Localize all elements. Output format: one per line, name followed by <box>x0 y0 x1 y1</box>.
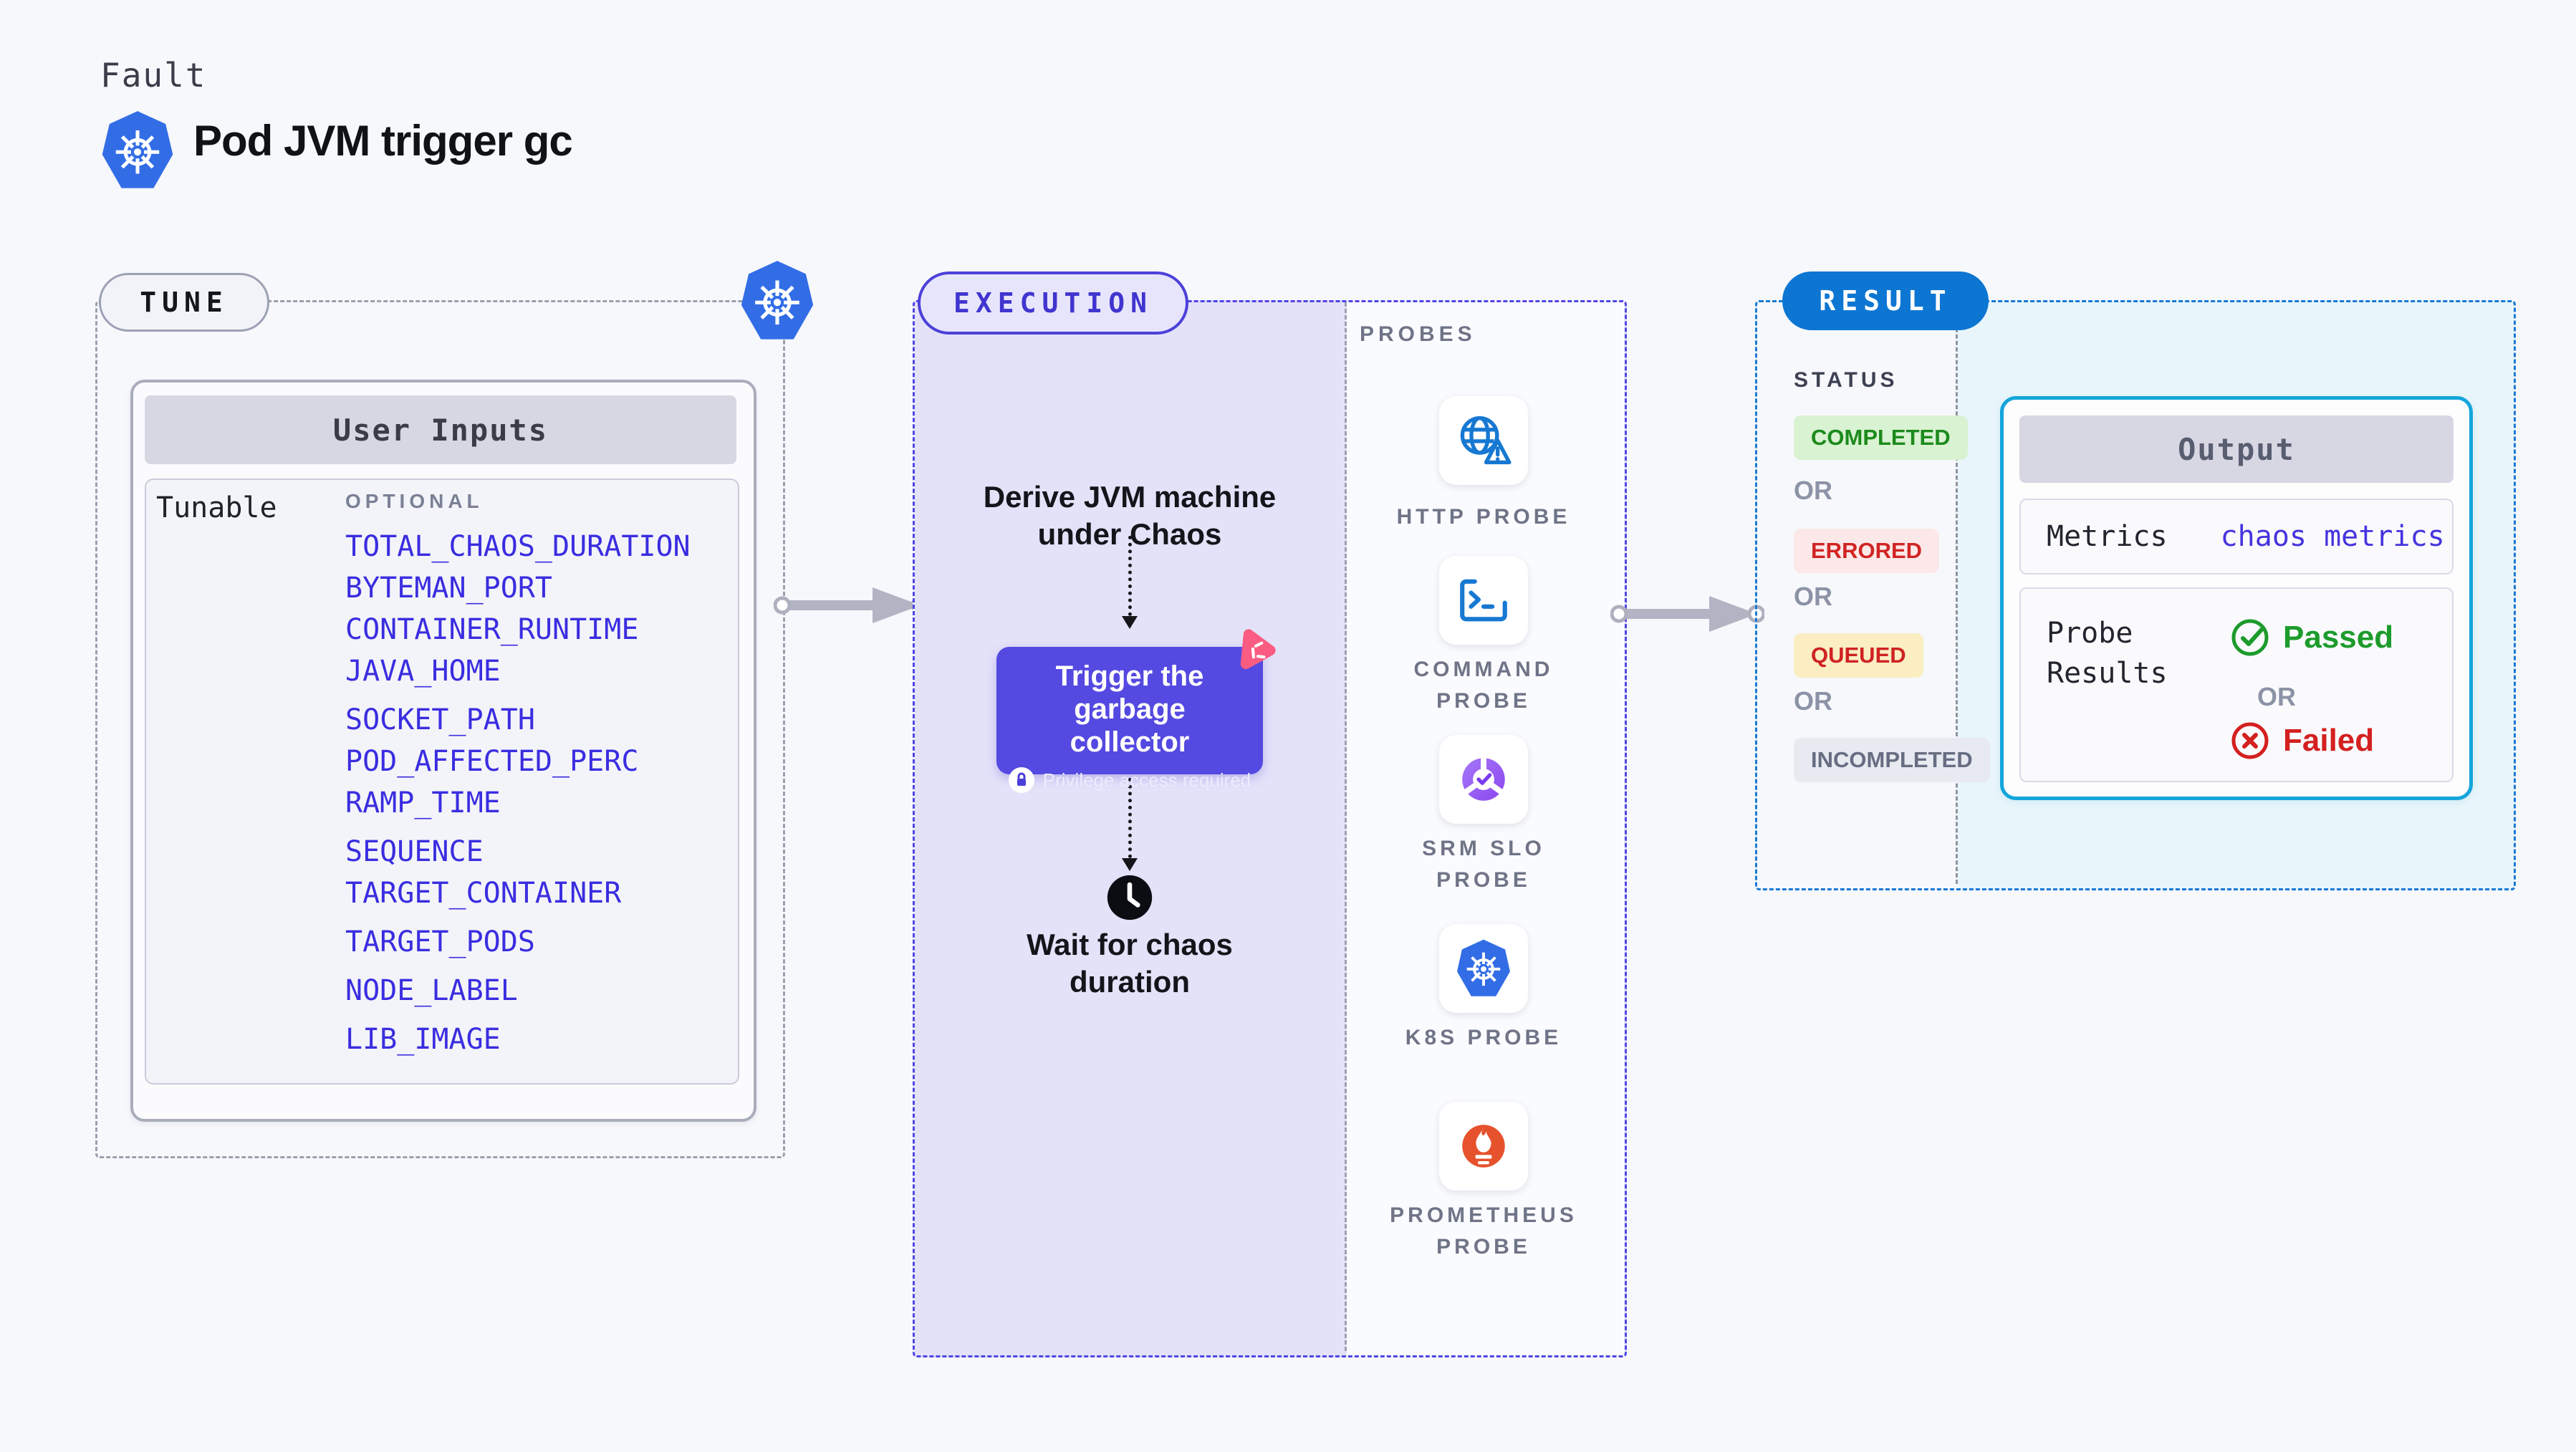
kubernetes-icon <box>741 261 814 340</box>
or-label: OR <box>1794 686 1832 716</box>
tunable-input-link[interactable]: SOCKET_PATH <box>345 703 535 736</box>
or-label: OR <box>1794 582 1832 611</box>
srm-slo-probe-label: SRM SLO PROBE <box>1422 837 1545 892</box>
execution-badge: EXECUTION <box>918 271 1188 335</box>
probe-result-passed: Passed <box>2230 617 2393 658</box>
prometheus-probe-label: PROMETHEUS PROBE <box>1390 1203 1577 1259</box>
clock-icon <box>1107 875 1153 920</box>
status-output-divider <box>1956 302 1958 884</box>
metrics-label: Metrics <box>2047 520 2168 553</box>
arrowhead-down-icon <box>1122 858 1138 871</box>
result-badge: RESULT <box>1782 271 1989 330</box>
probe-results-label: Probe Results <box>2047 617 2168 690</box>
trigger-node-label: Trigger the garbage collector <box>1055 660 1204 758</box>
flow-arrow-tune-to-execution <box>774 587 928 623</box>
dotted-connector <box>1128 536 1132 616</box>
lock-icon <box>1008 767 1034 793</box>
tunable-input-link[interactable]: TOTAL_CHAOS_DURATION <box>345 530 691 563</box>
probes-title: PROBES <box>1360 322 1476 346</box>
tunable-input-link[interactable]: NODE_LABEL <box>345 974 518 1007</box>
dotted-connector <box>1128 778 1132 858</box>
tunable-input-link[interactable]: POD_AFFECTED_PERC <box>345 745 639 778</box>
fault-eyebrow: Fault <box>100 56 207 95</box>
tune-badge: TUNE <box>99 273 269 332</box>
metrics-row: Metrics chaos metrics <box>2019 499 2454 574</box>
kubernetes-icon <box>102 111 173 188</box>
prometheus-flame-icon <box>1462 1125 1505 1168</box>
check-circle-icon <box>2231 619 2269 656</box>
x-circle-icon <box>2231 722 2269 759</box>
user-inputs-title: User Inputs <box>145 395 736 464</box>
privilege-note: Privilege access required <box>996 767 1263 793</box>
k8s-probe-card[interactable] <box>1439 924 1528 1013</box>
trigger-garbage-collector-node[interactable]: Trigger the garbage collector Privilege … <box>996 647 1263 793</box>
tunable-input-link[interactable]: BYTEMAN_PORT <box>345 572 552 605</box>
flow-arrow-execution-to-result <box>1610 596 1764 632</box>
srm-slo-probe-card[interactable] <box>1439 735 1528 824</box>
probe-result-failed: Failed <box>2230 721 2374 761</box>
status-badge-completed: COMPLETED <box>1794 415 1968 460</box>
chaos-metrics-link[interactable]: chaos metrics <box>2220 520 2445 553</box>
terminal-icon <box>1460 579 1507 622</box>
tunable-input-link[interactable]: LIB_IMAGE <box>345 1023 501 1056</box>
tunable-input-link[interactable]: SEQUENCE <box>345 835 484 868</box>
wait-step-label: Wait for chaos duration <box>1027 928 1233 999</box>
status-badge-errored: ERRORED <box>1794 529 1940 573</box>
output-card: Output Metrics chaos metrics Probe Resul… <box>2000 396 2473 800</box>
tunable-input-link[interactable]: TARGET_PODS <box>345 925 535 958</box>
chaos-hub-icon <box>1240 629 1276 670</box>
status-badge-queued: QUEUED <box>1794 633 1923 678</box>
tunable-row-label: Tunable <box>156 491 277 524</box>
derive-step-label: Derive JVM machine under Chaos <box>983 480 1277 551</box>
tunable-input-link[interactable]: CONTAINER_RUNTIME <box>345 613 639 646</box>
or-label: OR <box>2257 682 2296 711</box>
command-probe-card[interactable] <box>1439 556 1528 645</box>
http-probe-card[interactable] <box>1439 396 1528 485</box>
or-label: OR <box>1794 476 1832 505</box>
prometheus-probe-card[interactable] <box>1439 1102 1528 1191</box>
status-badge-incompleted: INCOMPLETED <box>1794 738 1990 782</box>
globe-alert-icon <box>1460 415 1512 465</box>
kubernetes-icon <box>1457 939 1510 996</box>
optional-column-label: OPTIONAL <box>345 490 484 512</box>
tunable-input-link[interactable]: JAVA_HOME <box>345 655 501 688</box>
tunable-input-link[interactable]: RAMP_TIME <box>345 787 501 819</box>
page-title: Pod JVM trigger gc <box>193 117 573 165</box>
tunable-input-link[interactable]: TARGET_CONTAINER <box>345 877 622 910</box>
slo-donut-icon <box>1462 756 1505 801</box>
execution-probes-divider <box>1345 302 1347 1351</box>
tune-section-box <box>95 300 785 1158</box>
user-inputs-panel <box>145 479 739 1085</box>
command-probe-label: COMMAND PROBE <box>1413 658 1554 713</box>
k8s-probe-label: K8S PROBE <box>1405 1026 1562 1049</box>
http-probe-label: HTTP PROBE <box>1396 505 1571 529</box>
arrowhead-down-icon <box>1122 616 1138 629</box>
output-title: Output <box>2019 415 2454 483</box>
probe-results-row: Probe Results Passed OR Failed <box>2019 587 2454 782</box>
status-title: STATUS <box>1794 368 1898 392</box>
